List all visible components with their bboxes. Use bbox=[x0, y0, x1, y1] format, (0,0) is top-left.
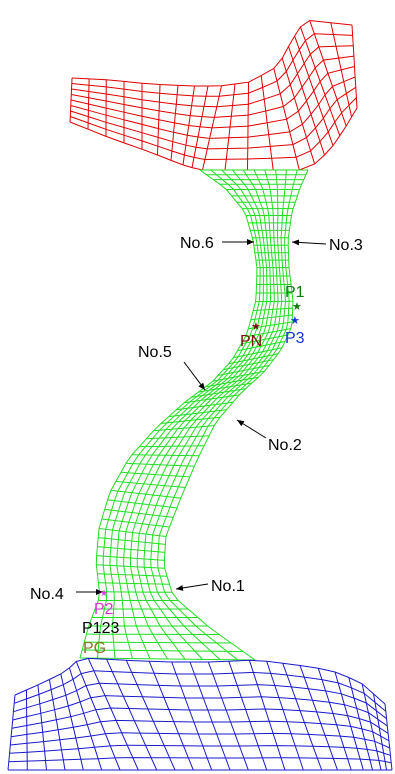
arrow-no5 bbox=[183, 361, 206, 391]
point-label-p3: P3 bbox=[285, 330, 305, 347]
label-no2: No.2 bbox=[268, 437, 302, 454]
point-label-p2: P2 bbox=[94, 601, 114, 618]
label-no6: No.6 bbox=[180, 235, 214, 252]
arrow-no1 bbox=[175, 583, 209, 591]
point-label-p123: P123 bbox=[82, 620, 119, 637]
star-icon-p1: ★ bbox=[292, 300, 302, 313]
top-mesh-red bbox=[69, 19, 358, 171]
point-label-pn: PN bbox=[240, 333, 262, 350]
star-icon-p2: ★ bbox=[100, 589, 108, 599]
annotation-arrows bbox=[76, 239, 327, 595]
point-label-pg: PG bbox=[83, 640, 106, 657]
neck-mesh-green bbox=[79, 169, 309, 661]
label-no4: No.4 bbox=[30, 586, 64, 603]
bottom-mesh-blue bbox=[7, 657, 393, 771]
label-no5: No.5 bbox=[138, 344, 172, 361]
label-no1: No.1 bbox=[211, 578, 245, 595]
point-label-p1: P1 bbox=[285, 284, 305, 301]
star-icon-pn: ★ bbox=[251, 320, 261, 333]
arrow-no2 bbox=[236, 419, 267, 439]
star-icon-p3: ★ bbox=[290, 314, 300, 327]
arrow-no3 bbox=[291, 239, 327, 246]
label-no3: No.3 bbox=[329, 237, 363, 254]
